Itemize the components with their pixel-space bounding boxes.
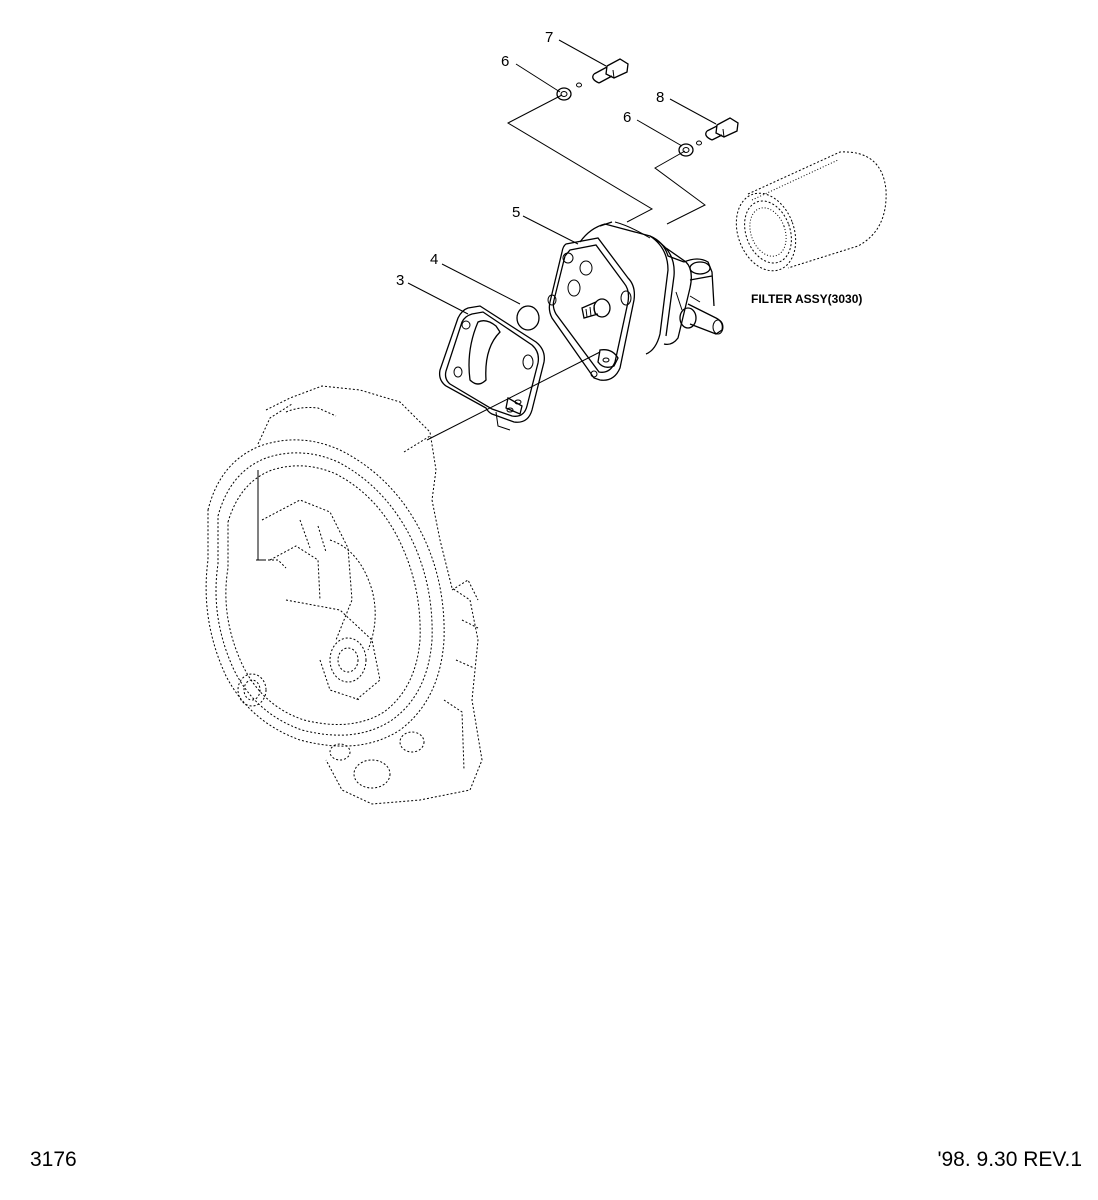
leader-lines [407,39,717,315]
callout-3: 3 [396,272,404,289]
callouts: 7 6 8 6 5 4 3 [396,29,664,289]
bolt-8 [696,117,739,146]
revision-date: '98. 9.30 REV.1 [937,1148,1082,1171]
gear-case-reference [205,385,483,805]
filter-assy-reference-label: FILTER ASSY(3030) [751,292,862,306]
gasket-3 [438,305,545,431]
washer-6-upper [556,87,572,101]
washer-6-lower [678,143,694,157]
callout-6-lower: 6 [623,109,631,126]
page-number: 3176 [30,1148,77,1171]
assembly-lines [426,94,706,441]
callout-7: 7 [545,29,553,46]
filter-assembly-reference [735,151,887,272]
callout-5: 5 [512,204,520,221]
oil-cooler-5 [547,221,724,381]
o-ring-4 [516,305,540,331]
bolt-7 [576,58,629,88]
callout-4: 4 [430,251,438,268]
callout-6-upper: 6 [501,53,509,70]
callout-8: 8 [656,89,664,106]
